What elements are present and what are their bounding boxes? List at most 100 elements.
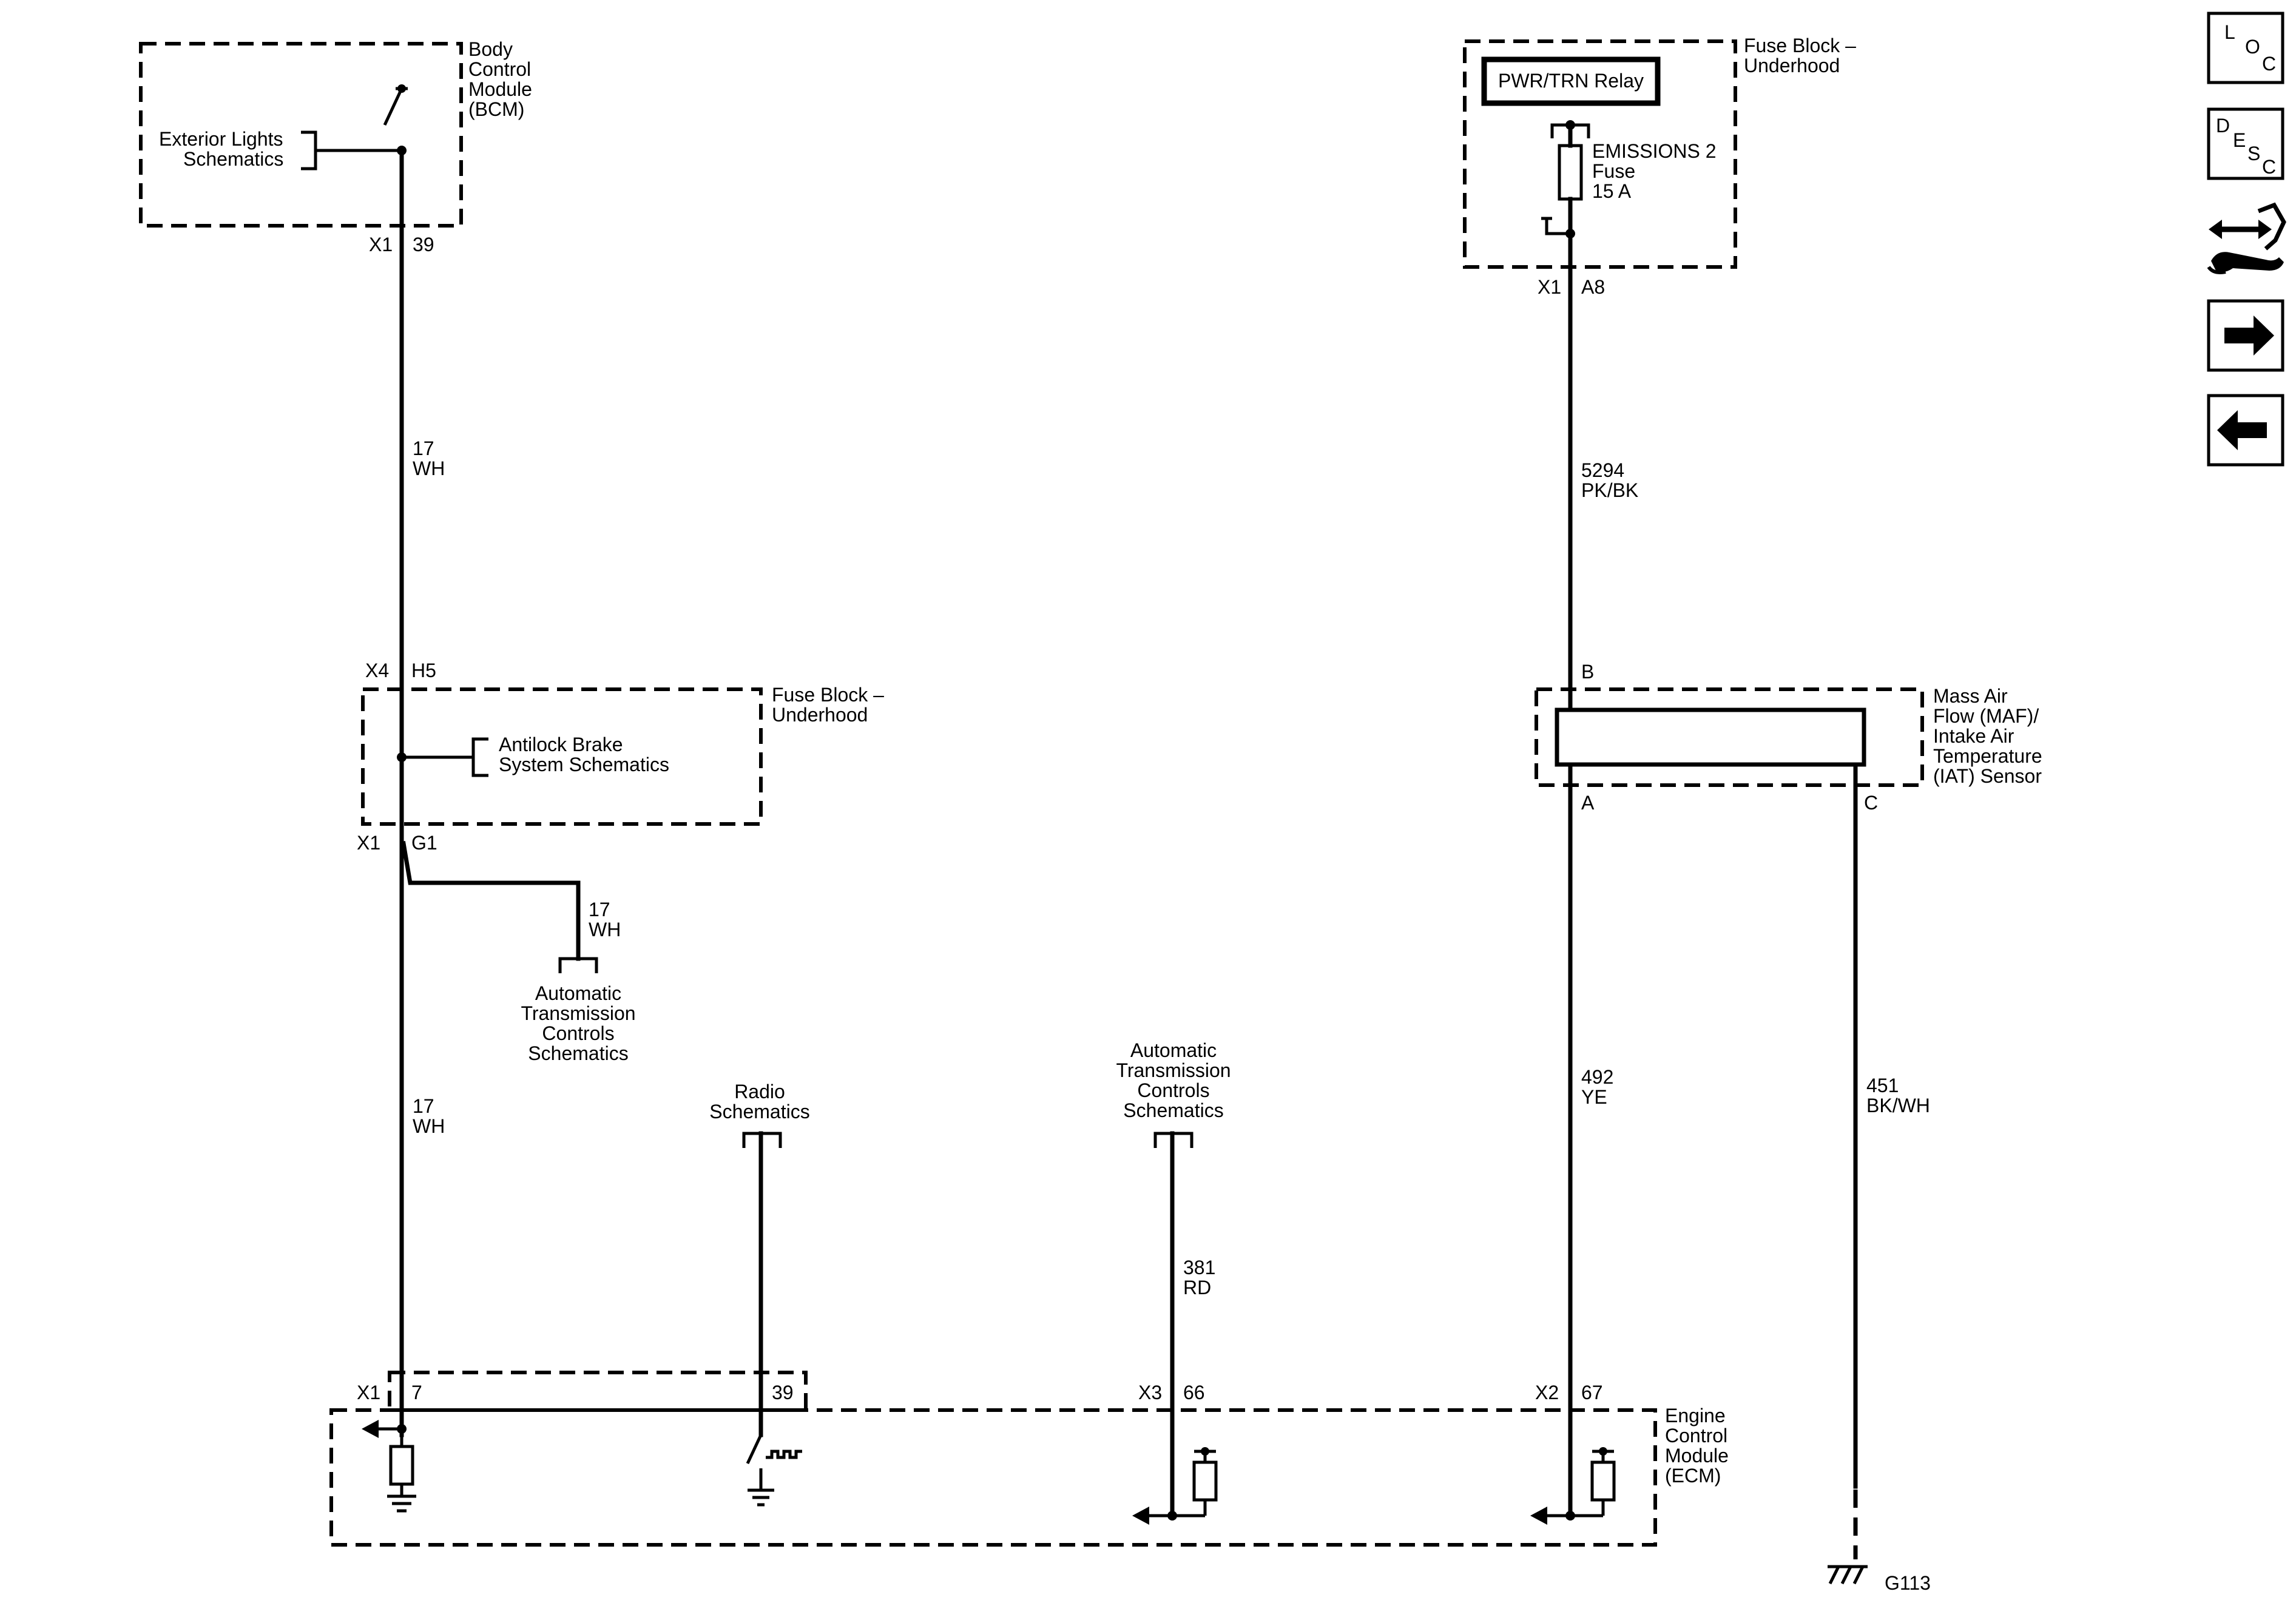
- svg-text:Underhood: Underhood: [1744, 55, 1840, 76]
- next-arrow-button[interactable]: [2207, 299, 2284, 372]
- svg-text:O: O: [2245, 36, 2260, 58]
- svg-text:Schematics: Schematics: [709, 1101, 809, 1122]
- svg-text:BK/WH: BK/WH: [1866, 1095, 1930, 1116]
- arrow-left-icon: [2217, 410, 2267, 450]
- svg-text:C: C: [2262, 53, 2276, 75]
- wire-maf-ground: 451 BK/WH: [1853, 762, 1930, 1559]
- exterior-lights-ref[interactable]: Exterior Lights Schematics: [159, 128, 402, 170]
- svg-text:451: 451: [1866, 1075, 1899, 1096]
- svg-text:L: L: [2224, 21, 2235, 43]
- ecm-pin67-circuit: [1530, 1447, 1616, 1525]
- svg-text:Intake Air: Intake Air: [1933, 725, 2014, 747]
- ecm-module: Engine Control Module (ECM): [329, 1371, 1729, 1547]
- svg-text:Mass Air: Mass Air: [1933, 685, 2008, 707]
- svg-text:YE: YE: [1581, 1086, 1607, 1108]
- prev-arrow-button[interactable]: [2207, 394, 2284, 467]
- connector-label: X1: [1538, 276, 1561, 298]
- svg-text:15 A: 15 A: [1592, 180, 1632, 202]
- fuse-block-underhood-middle: Fuse Block – Underhood: [361, 684, 884, 826]
- connector-label: X1: [369, 234, 393, 255]
- pin-label: H5: [411, 660, 436, 681]
- pin-label: G1: [411, 832, 437, 854]
- wire-maf-signal: 492 YE: [1568, 762, 1613, 1518]
- atc-ref-middle[interactable]: Automatic Transmission Controls Schemati…: [1116, 1039, 1231, 1148]
- svg-text:Controls: Controls: [542, 1022, 614, 1044]
- pin-label: 39: [413, 234, 434, 255]
- svg-text:Transmission: Transmission: [1116, 1059, 1231, 1081]
- svg-text:RD: RD: [1183, 1277, 1211, 1298]
- svg-text:Control: Control: [468, 58, 531, 80]
- svg-text:D: D: [2216, 115, 2230, 137]
- connector-label: X4: [365, 660, 389, 681]
- svg-text:WH: WH: [589, 919, 621, 940]
- wire-bcm-to-fuse-block: 17 WH: [399, 148, 445, 670]
- pin-label: A8: [1581, 276, 1605, 298]
- connector-label: X3: [1138, 1382, 1162, 1403]
- pin-label: A: [1581, 792, 1595, 814]
- svg-text:Schematics: Schematics: [528, 1042, 628, 1064]
- maf-iat-sensor: Mass Air Flow (MAF)/ Intake Air Temperat…: [1535, 685, 2042, 787]
- connector-label: X2: [1535, 1382, 1559, 1403]
- svg-text:Underhood: Underhood: [772, 704, 868, 726]
- svg-text:EMISSIONS 2: EMISSIONS 2: [1592, 140, 1717, 162]
- svg-text:(ECM): (ECM): [1665, 1465, 1721, 1487]
- svg-text:492: 492: [1581, 1066, 1613, 1088]
- svg-text:Radio: Radio: [734, 1081, 785, 1102]
- svg-text:17: 17: [413, 1095, 434, 1117]
- wire-branch-atc: 17 WH: [400, 840, 621, 961]
- svg-text:Engine: Engine: [1665, 1405, 1726, 1426]
- svg-text:17: 17: [589, 899, 610, 920]
- desc-button[interactable]: D E S C: [2207, 107, 2284, 180]
- pin-label: 7: [411, 1382, 422, 1403]
- svg-text:Automatic: Automatic: [535, 982, 621, 1004]
- abs-ref[interactable]: Antilock Brake System Schematics: [397, 734, 669, 777]
- pin-label: C: [1864, 792, 1878, 814]
- connector-label: X1: [357, 832, 380, 854]
- svg-text:381: 381: [1183, 1257, 1215, 1278]
- svg-text:Controls: Controls: [1137, 1079, 1209, 1101]
- svg-text:PK/BK: PK/BK: [1581, 479, 1638, 501]
- svg-text:WH: WH: [413, 1115, 445, 1137]
- wrench-arrows-icon[interactable]: [2207, 202, 2286, 274]
- pin-label: 66: [1183, 1382, 1205, 1403]
- wire-fuse-block-to-ecm: 17 WH: [399, 665, 445, 1437]
- svg-text:Body: Body: [468, 38, 513, 60]
- svg-text:Automatic: Automatic: [1130, 1039, 1217, 1061]
- connector-label: X1: [357, 1382, 380, 1403]
- ecm-pin39-circuit: [746, 1434, 802, 1507]
- pin-label: 67: [1581, 1382, 1603, 1403]
- pwr-trn-relay: PWR/TRN Relay: [1481, 56, 1661, 106]
- wire-fuse-to-maf: 5294 PK/BK: [1568, 231, 1638, 712]
- svg-text:C: C: [2262, 156, 2276, 178]
- svg-text:E: E: [2233, 129, 2246, 151]
- svg-text:Fuse Block –: Fuse Block –: [1744, 35, 1856, 56]
- svg-text:Schematics: Schematics: [183, 148, 283, 170]
- svg-text:Antilock Brake: Antilock Brake: [499, 734, 623, 755]
- ground-g113: G113: [1828, 1565, 1931, 1594]
- loc-button[interactable]: L O C: [2207, 12, 2284, 84]
- svg-text:Fuse Block –: Fuse Block –: [772, 684, 884, 706]
- svg-text:Module: Module: [1665, 1445, 1729, 1467]
- radio-ref[interactable]: Radio Schematics: [709, 1081, 810, 1437]
- svg-text:Temperature: Temperature: [1933, 745, 2042, 767]
- svg-text:Control: Control: [1665, 1425, 1727, 1447]
- svg-text:Schematics: Schematics: [1123, 1099, 1223, 1121]
- svg-text:5294: 5294: [1581, 459, 1624, 481]
- svg-text:Exterior Lights: Exterior Lights: [159, 128, 283, 150]
- svg-text:PWR/TRN Relay: PWR/TRN Relay: [1498, 70, 1644, 92]
- bcm-switch: [383, 84, 408, 155]
- ecm-pin66-circuit: [1132, 1447, 1218, 1525]
- ecm-pin7-circuit: [362, 1420, 416, 1513]
- emissions-2-fuse: EMISSIONS 2 Fuse 15 A: [1541, 120, 1717, 238]
- pin-label: B: [1581, 661, 1594, 683]
- fuse-block-underhood-top: Fuse Block – Underhood: [1463, 35, 1856, 269]
- svg-text:17: 17: [413, 437, 434, 459]
- svg-text:Transmission: Transmission: [521, 1002, 635, 1024]
- wire-atc-to-ecm: 381 RD: [1170, 1131, 1215, 1518]
- atc-ref-left[interactable]: Automatic Transmission Controls Schemati…: [521, 957, 636, 1064]
- svg-text:(BCM): (BCM): [468, 98, 524, 120]
- svg-text:G113: G113: [1885, 1572, 1931, 1594]
- svg-text:S: S: [2247, 143, 2260, 164]
- bcm-module: Body Control Module (BCM): [139, 38, 532, 228]
- pin-label: 39: [772, 1382, 794, 1403]
